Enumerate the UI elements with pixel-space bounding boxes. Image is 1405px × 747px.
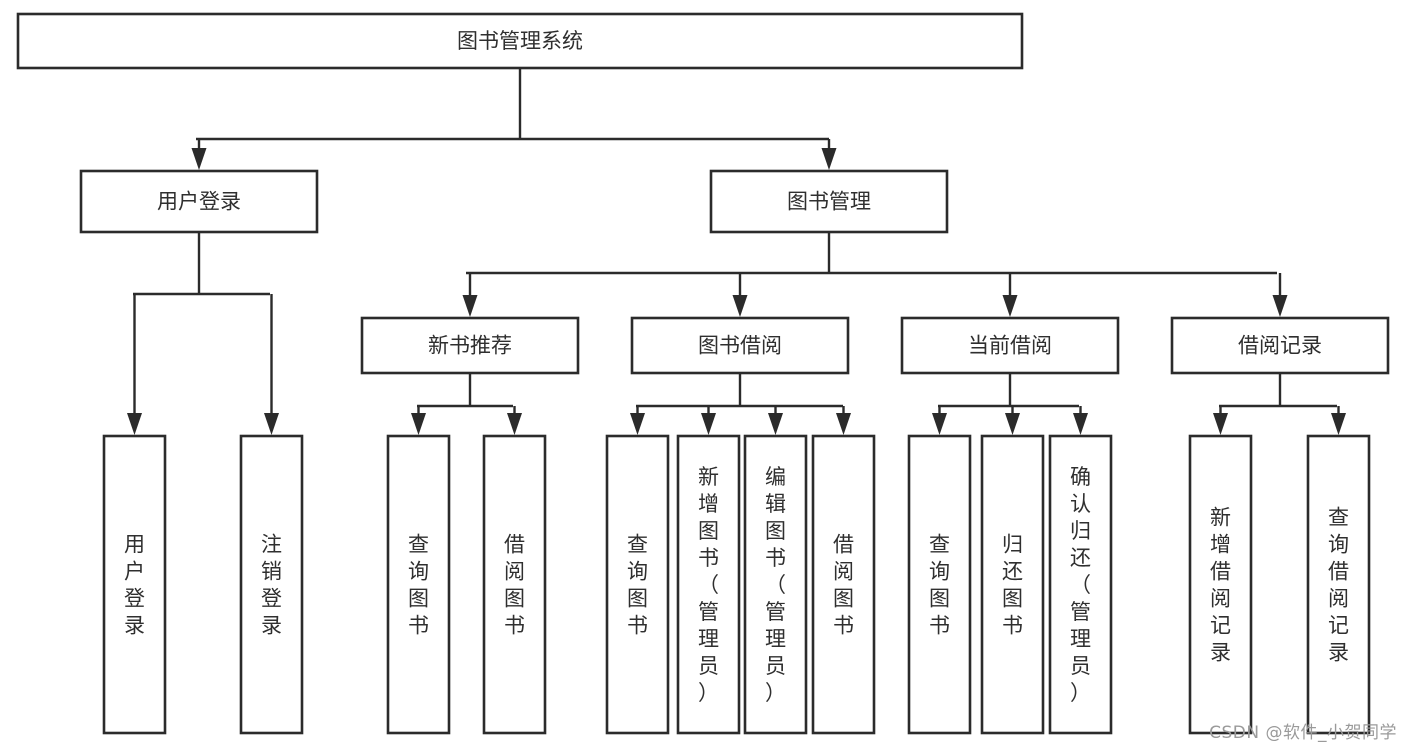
node-box-leaf-borrow-book-1[interactable] xyxy=(482,434,547,735)
node-box-leaf-return-book[interactable] xyxy=(980,434,1045,735)
node-leaf-query-book-2[interactable]: 查询图书 xyxy=(605,434,670,735)
node-leaf-query-book-3[interactable]: 查询图书 xyxy=(907,434,972,735)
node-leaf-borrow-book-1[interactable]: 借阅图书 xyxy=(482,434,547,735)
node-box-borrow-record[interactable] xyxy=(1170,316,1390,375)
node-box-leaf-borrow-book-2[interactable] xyxy=(811,434,876,735)
node-label-leaf-add-book: 新增图书（管理员） xyxy=(698,465,719,705)
node-label-leaf-user-login: 用户登录 xyxy=(124,533,145,638)
node-box-leaf-add-book[interactable] xyxy=(676,434,741,735)
csdn-watermark: CSDN @软件_小贺同学 xyxy=(1209,723,1397,743)
node-new-book-rec[interactable]: 新书推荐 xyxy=(360,316,580,375)
connectors-layer xyxy=(127,68,1346,435)
node-label-leaf-borrow-book-2: 借阅图书 xyxy=(833,533,854,638)
node-box-leaf-query-book-2[interactable] xyxy=(605,434,670,735)
node-box-leaf-add-record[interactable] xyxy=(1188,434,1253,735)
node-leaf-confirm-return[interactable]: 确认归还（管理员） xyxy=(1048,434,1113,735)
node-leaf-user-login[interactable]: 用户登录 xyxy=(102,434,167,735)
node-label-leaf-query-book-2: 查询图书 xyxy=(627,533,648,638)
nodes-layer: 图书管理系统用户登录图书管理新书推荐图书借阅当前借阅借阅记录用户登录注销登录查询… xyxy=(16,12,1390,735)
node-leaf-add-record[interactable]: 新增借阅记录 xyxy=(1188,434,1253,735)
node-box-leaf-logout[interactable] xyxy=(239,434,304,735)
node-box-leaf-confirm-return[interactable] xyxy=(1048,434,1113,735)
node-leaf-edit-book[interactable]: 编辑图书（管理员） xyxy=(743,434,808,735)
node-leaf-return-book[interactable]: 归还图书 xyxy=(980,434,1045,735)
node-root[interactable]: 图书管理系统 xyxy=(16,12,1024,70)
node-label-leaf-confirm-return: 确认归还（管理员） xyxy=(1070,465,1091,705)
node-label-leaf-logout: 注销登录 xyxy=(261,533,282,638)
node-box-leaf-query-book-3[interactable] xyxy=(907,434,972,735)
node-label-new-book-rec: 新书推荐 xyxy=(428,334,512,358)
node-box-leaf-query-record[interactable] xyxy=(1306,434,1371,735)
node-box-leaf-user-login[interactable] xyxy=(102,434,167,735)
node-leaf-add-book[interactable]: 新增图书（管理员） xyxy=(676,434,741,735)
node-label-user-login: 用户登录 xyxy=(157,190,241,214)
node-box-user-login[interactable] xyxy=(79,169,319,234)
node-label-leaf-query-record: 查询借阅记录 xyxy=(1328,506,1349,665)
node-label-leaf-edit-book: 编辑图书（管理员） xyxy=(765,465,786,705)
node-box-book-manage[interactable] xyxy=(709,169,949,234)
node-borrow-record[interactable]: 借阅记录 xyxy=(1170,316,1390,375)
node-box-root[interactable] xyxy=(16,12,1024,70)
node-book-manage[interactable]: 图书管理 xyxy=(709,169,949,234)
node-label-leaf-return-book: 归还图书 xyxy=(1002,533,1023,638)
node-label-leaf-borrow-book-1: 借阅图书 xyxy=(504,533,525,638)
node-leaf-logout[interactable]: 注销登录 xyxy=(239,434,304,735)
node-leaf-borrow-book-2[interactable]: 借阅图书 xyxy=(811,434,876,735)
node-book-borrow[interactable]: 图书借阅 xyxy=(630,316,850,375)
node-label-book-manage: 图书管理 xyxy=(787,190,871,214)
node-leaf-query-record[interactable]: 查询借阅记录 xyxy=(1306,434,1371,735)
node-leaf-query-book-1[interactable]: 查询图书 xyxy=(386,434,451,735)
node-box-book-borrow[interactable] xyxy=(630,316,850,375)
node-label-leaf-add-record: 新增借阅记录 xyxy=(1210,506,1231,665)
node-label-leaf-query-book-3: 查询图书 xyxy=(929,533,950,638)
node-label-borrow-record: 借阅记录 xyxy=(1238,334,1322,358)
node-box-current-borrow[interactable] xyxy=(900,316,1120,375)
node-box-new-book-rec[interactable] xyxy=(360,316,580,375)
node-label-leaf-query-book-1: 查询图书 xyxy=(408,533,429,638)
node-current-borrow[interactable]: 当前借阅 xyxy=(900,316,1120,375)
node-box-leaf-edit-book[interactable] xyxy=(743,434,808,735)
node-user-login[interactable]: 用户登录 xyxy=(79,169,319,234)
node-label-book-borrow: 图书借阅 xyxy=(698,334,782,358)
node-label-current-borrow: 当前借阅 xyxy=(968,334,1052,358)
node-box-leaf-query-book-1[interactable] xyxy=(386,434,451,735)
node-label-root: 图书管理系统 xyxy=(457,29,583,53)
